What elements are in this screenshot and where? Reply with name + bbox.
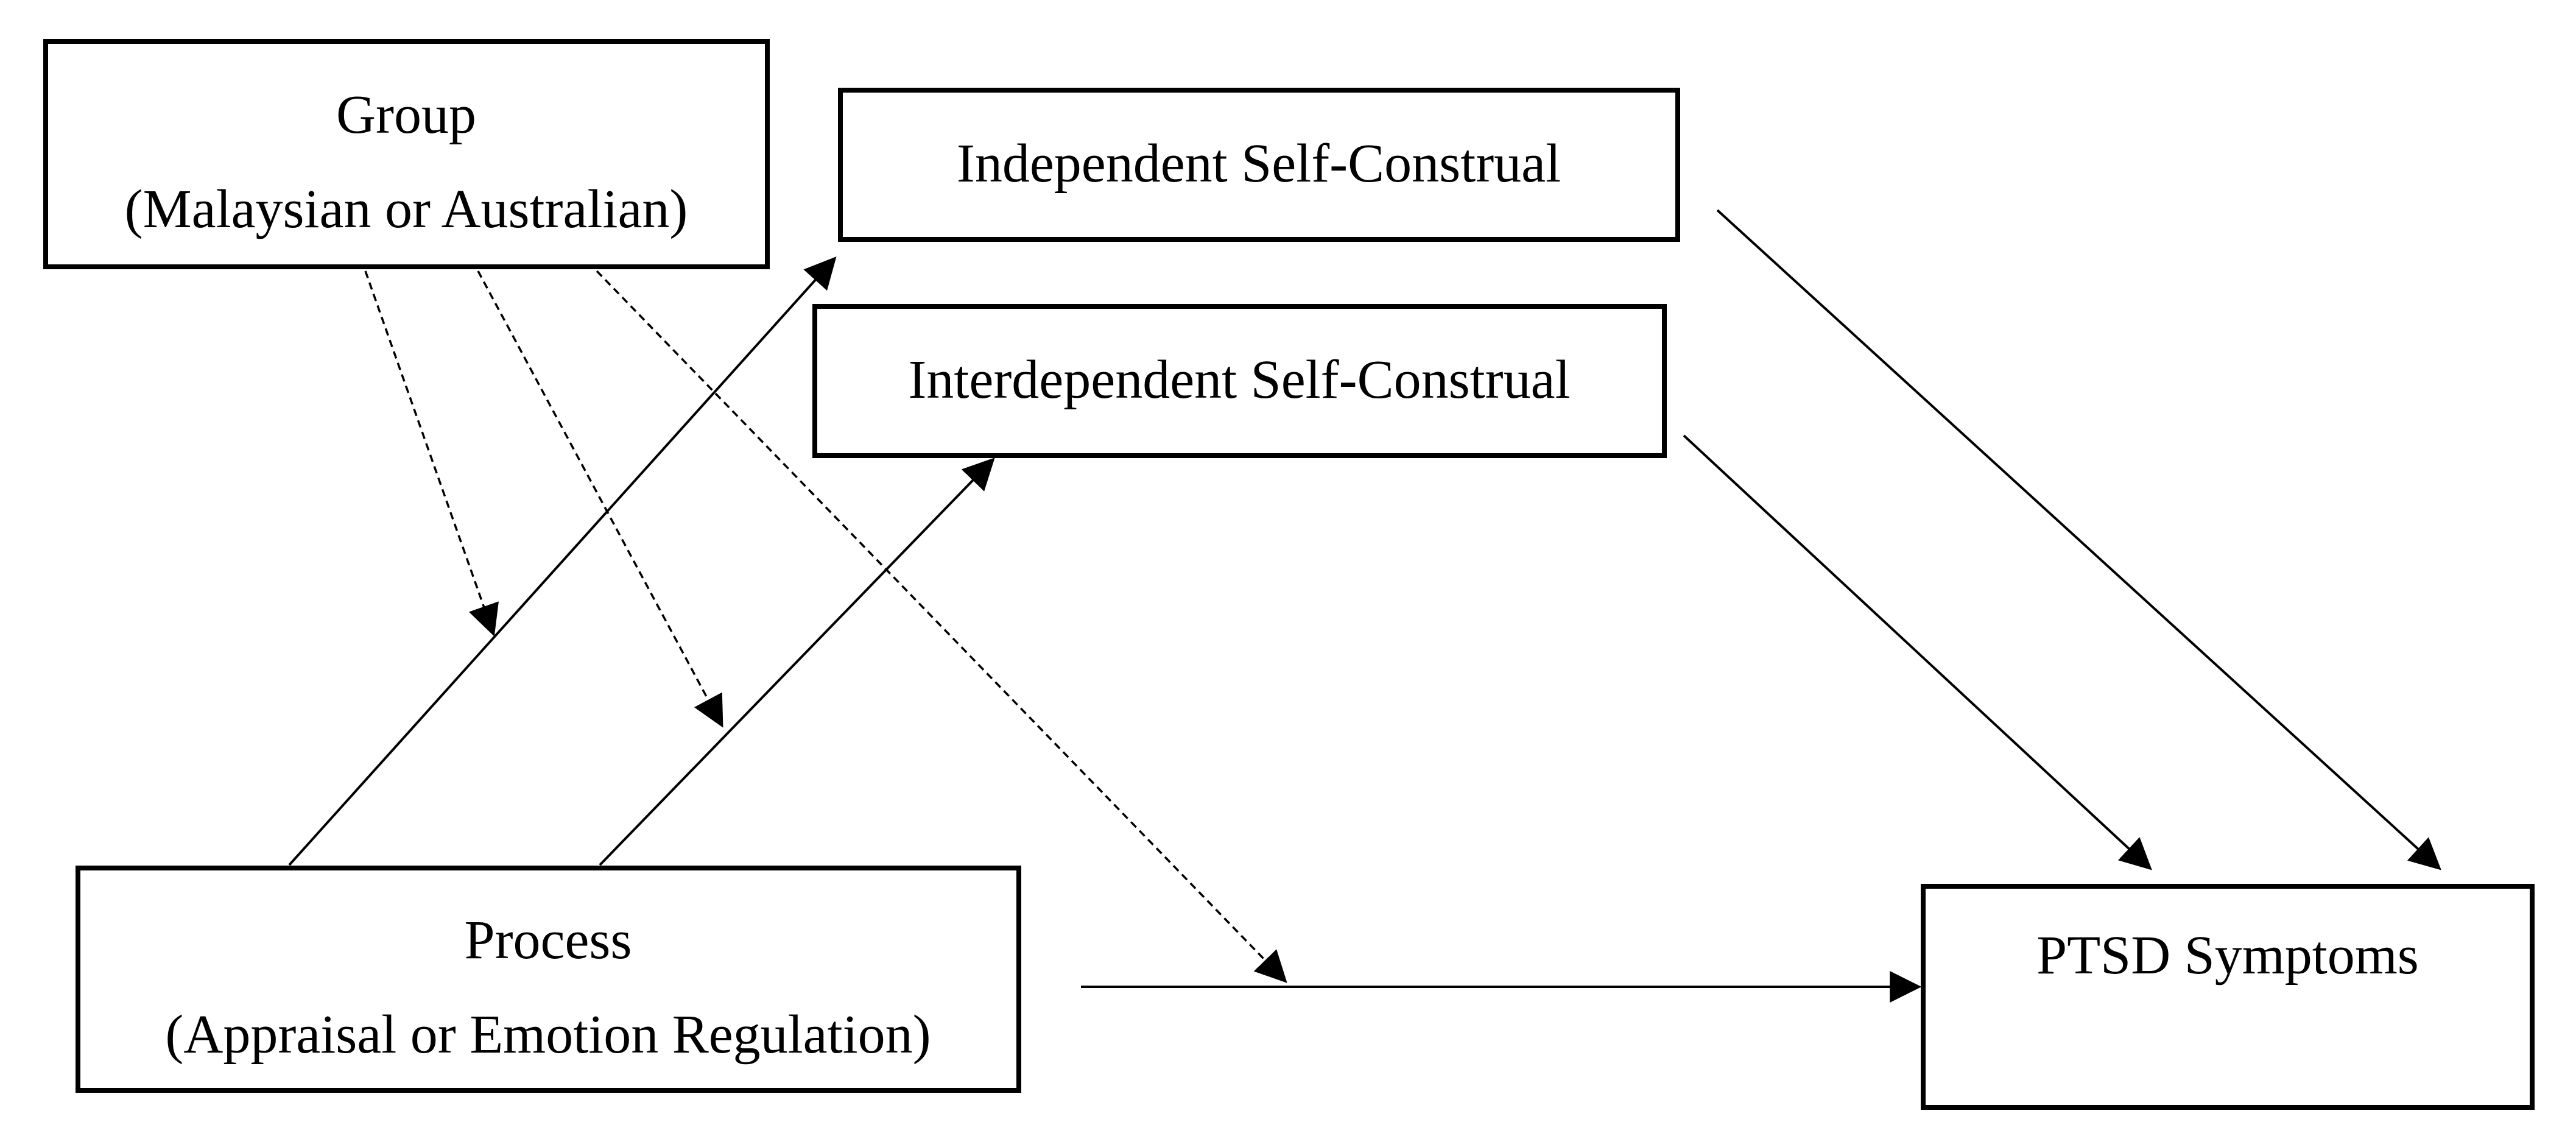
dashed-arrow-group-to-interdependent-path	[477, 270, 723, 728]
edges	[288, 209, 2441, 1003]
node-process-title: Process	[465, 910, 632, 970]
node-interdependent-self-construal: Interdependent Self-Construal	[812, 304, 1667, 458]
node-ptsd-label: PTSD Symptoms	[2036, 925, 2419, 986]
node-group-box	[43, 39, 770, 269]
node-independent-label: Independent Self-Construal	[957, 133, 1561, 194]
node-process: Process (Appraisal or Emotion Regulation…	[76, 866, 1021, 1093]
node-group-title: Group	[336, 85, 476, 145]
node-ptsd-symptoms: PTSD Symptoms	[1921, 884, 2535, 1110]
dashed-arrow-group-to-direct-path	[596, 270, 1287, 983]
node-group: Group (Malaysian or Australian)	[43, 39, 770, 269]
node-interdependent-box	[812, 304, 1667, 458]
node-process-box	[76, 866, 1021, 1093]
arrow-independent-to-ptsd	[1716, 209, 2441, 870]
node-ptsd-box	[1921, 884, 2535, 1110]
arrow-process-to-independent	[288, 256, 837, 866]
node-group-subtitle: (Malaysian or Australian)	[125, 179, 688, 239]
dashed-arrow-group-to-independent-path	[364, 270, 499, 637]
node-interdependent-label: Interdependent Self-Construal	[908, 350, 1570, 410]
node-process-subtitle: (Appraisal or Emotion Regulation)	[165, 1004, 931, 1065]
arrow-process-to-interdependent	[599, 457, 995, 866]
arrow-interdependent-to-ptsd	[1683, 434, 2152, 870]
node-independent-box	[838, 88, 1680, 242]
node-independent-self-construal: Independent Self-Construal	[838, 88, 1680, 242]
